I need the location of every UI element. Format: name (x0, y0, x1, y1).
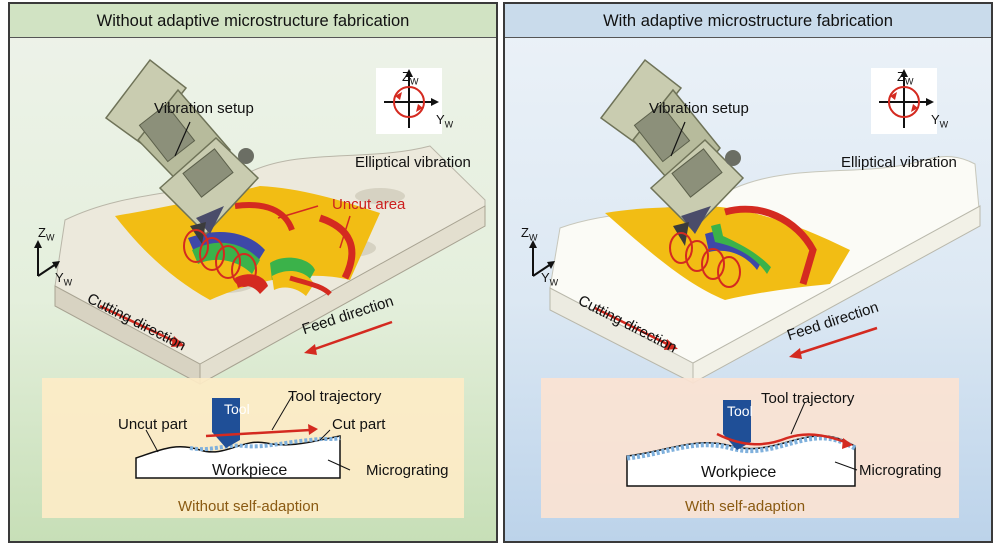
elliptical-vibration-label: Elliptical vibration (355, 154, 471, 171)
workpiece-label: Workpiece (701, 464, 777, 481)
elliptical-axis-z-label: ZW (897, 69, 914, 87)
tool-label: Tool (224, 401, 250, 417)
axis-y-label: YW (541, 270, 559, 288)
machining-scene (34, 58, 486, 518)
elliptical-vibration-icon (376, 68, 442, 134)
tool-trajectory-line (716, 432, 846, 446)
uncut-area-pointer (277, 205, 319, 219)
inset-caption: With self-adaption (685, 498, 806, 515)
panel-title: With adaptive microstructure fabrication (505, 4, 991, 38)
cutting-direction-arrow (594, 306, 678, 350)
panel-without-adaptive: Without adaptive microstructure fabricat… (8, 2, 498, 543)
inset-diagram (541, 378, 959, 518)
elliptical-orbit-icon (669, 232, 741, 288)
cut-region (605, 205, 850, 300)
axis-z-label: ZW (521, 225, 538, 243)
vibration-setup-machine-icon (104, 58, 260, 244)
elliptical-vibration-label: Elliptical vibration (841, 154, 957, 171)
elliptical-axis-z-label: ZW (402, 69, 419, 87)
vibration-setup-label: Vibration setup (649, 100, 749, 117)
axis-y-label: YW (55, 270, 73, 288)
vibration-setup-label: Vibration setup (154, 100, 254, 117)
uncut-area-label: Uncut area (332, 196, 406, 213)
inset-caption: Without self-adaption (178, 498, 319, 515)
uncut-part-label: Uncut part (118, 416, 188, 433)
elliptical-vibration-icon (871, 68, 937, 134)
tool-icon (723, 400, 751, 450)
panel-with-adaptive: With adaptive microstructure fabrication (503, 2, 993, 543)
micrograting-line (626, 435, 857, 461)
micrograting-line (189, 436, 341, 452)
workpiece-label: Workpiece (212, 462, 288, 479)
tool-trajectory-line (205, 428, 311, 438)
vibration-setup-pointer (174, 121, 191, 157)
vibration-setup-pointer (670, 121, 686, 157)
micrograting-label: Micrograting (366, 462, 449, 479)
tool-trajectory-label: Tool trajectory (761, 390, 855, 407)
machining-scene (529, 58, 981, 518)
uncut-area-pointer (339, 215, 351, 249)
elliptical-axis-y-label: YW (436, 112, 454, 130)
axes-icon (34, 240, 60, 277)
panel-title: Without adaptive microstructure fabricat… (10, 4, 496, 38)
feed-direction-arrow (304, 320, 393, 355)
micrograting-label: Micrograting (859, 462, 942, 479)
inset-diagram (42, 378, 464, 518)
feed-direction-arrow (789, 326, 878, 359)
elliptical-axis-y-label: YW (931, 112, 949, 130)
cutting-direction-arrow (99, 304, 185, 347)
cut-part-label: Cut part (332, 416, 386, 433)
tool-trajectory-label: Tool trajectory (288, 388, 382, 405)
axes-icon (529, 240, 555, 277)
cut-region (115, 186, 380, 300)
tool-label: Tool (727, 403, 753, 419)
axis-z-label: ZW (38, 225, 55, 243)
elliptical-orbit-icon (183, 229, 257, 287)
